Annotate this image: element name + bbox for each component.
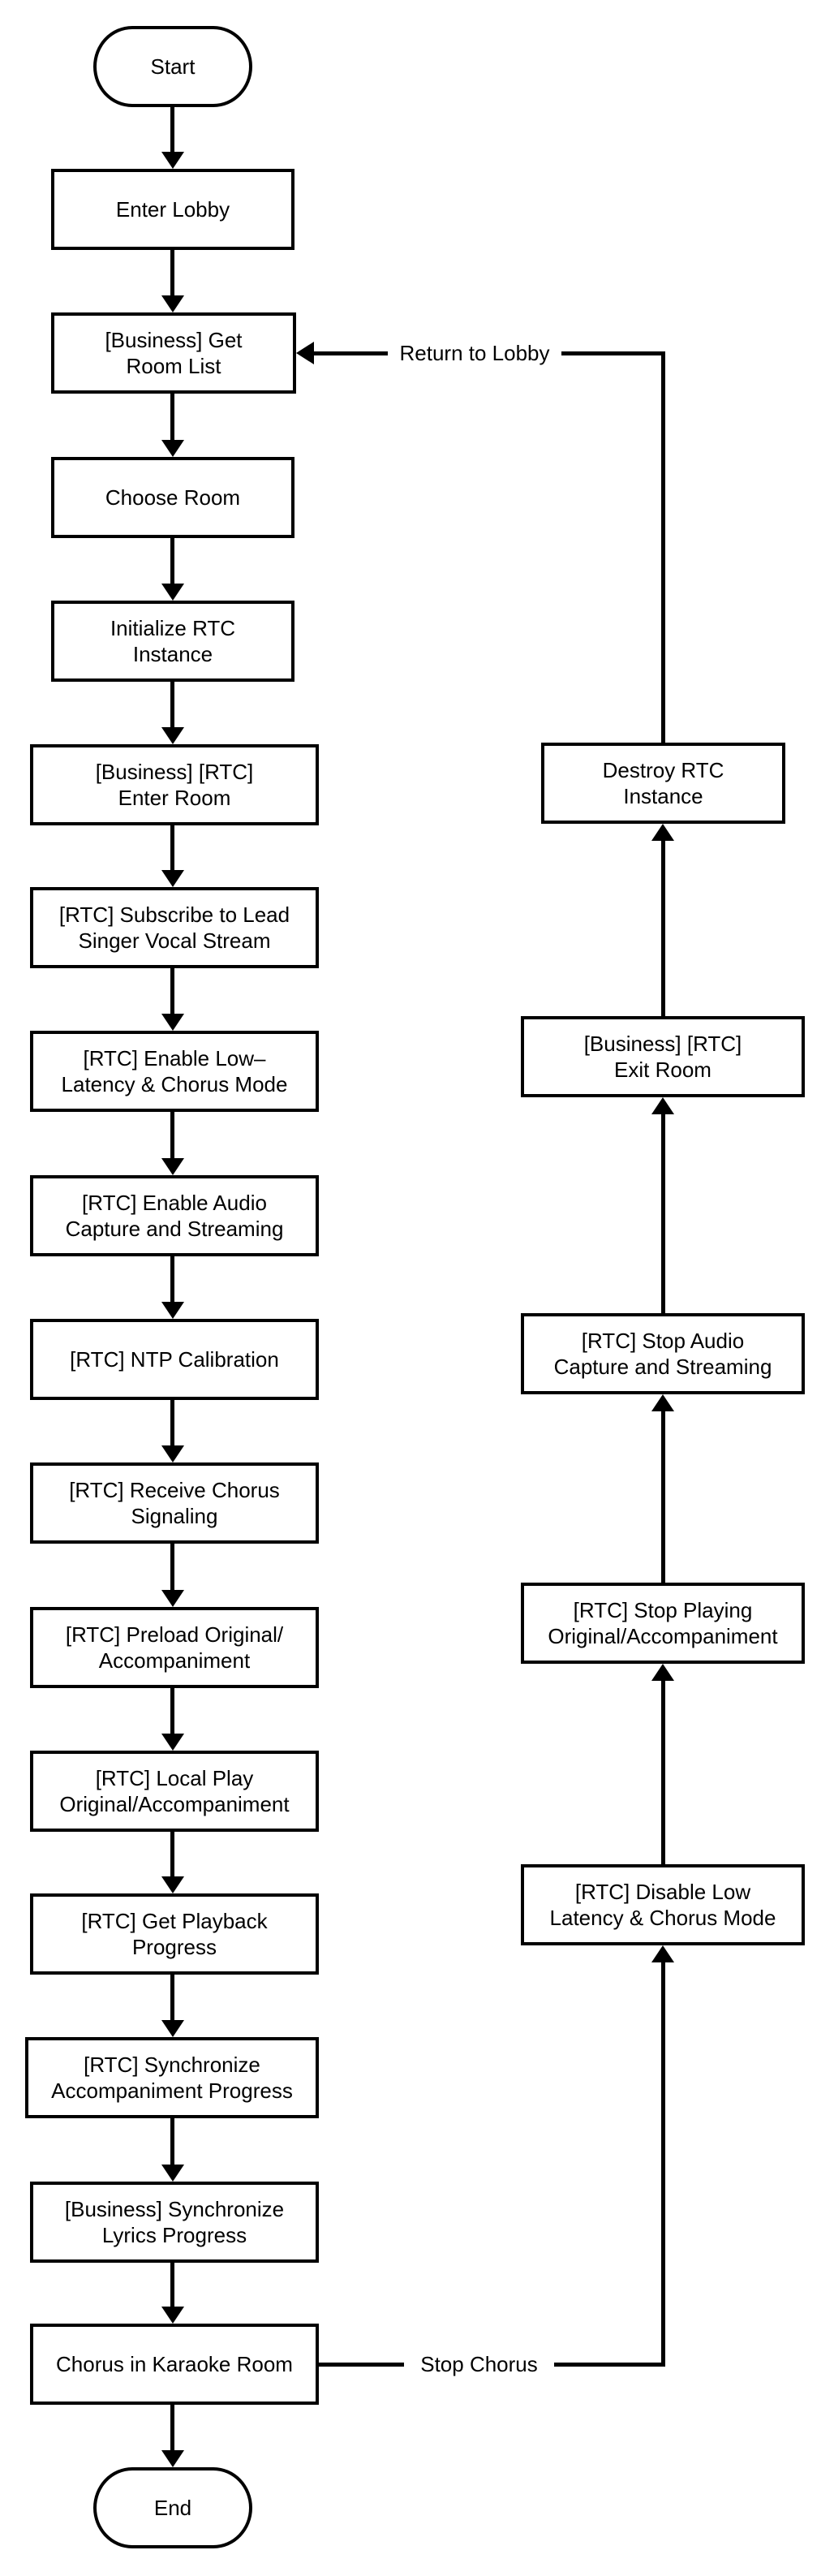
edge-label-return-to-lobby: Return to Lobby (388, 340, 561, 366)
arrowhead-preload (161, 1590, 184, 1607)
arrowhead-enable-audio (161, 1158, 184, 1175)
node-choose-room: Choose Room (51, 457, 294, 538)
node-subscribe-lead: [RTC] Subscribe to Lead Singer Vocal Str… (30, 887, 319, 968)
edge-disable-stop-playing (661, 1679, 665, 1864)
node-enter-room: [Business] [RTC] Enter Room (30, 744, 319, 825)
node-enable-low-latency: [RTC] Enable Low– Latency & Chorus Mode (30, 1031, 319, 1112)
edge-ntp-receive-chorus (170, 1400, 174, 1447)
arrowhead-sync-accomp (161, 2020, 184, 2037)
arrowhead-chorus-room (161, 2307, 184, 2324)
node-sync-lyrics: [Business] Synchronize Lyrics Progress (30, 2182, 319, 2263)
node-ntp-calibration: [RTC] NTP Calibration (30, 1319, 319, 1400)
edge-enter-lobby-room-list (170, 250, 174, 297)
arrowhead-sync-lyrics (161, 2165, 184, 2182)
edge-get-playback-sync-accomp (170, 1975, 174, 2022)
arrowhead-enable-low (161, 1014, 184, 1031)
edge-stop-chorus-vertical (661, 1961, 665, 2363)
edge-enable-audio-ntp (170, 1256, 174, 1303)
node-local-play: [RTC] Local Play Original/Accompaniment (30, 1751, 319, 1832)
edge-sync-accomp-sync-lyrics (170, 2118, 174, 2166)
edge-enter-room-subscribe (170, 825, 174, 872)
edge-init-rtc-enter-room (170, 682, 174, 729)
arrowhead-subscribe (161, 870, 184, 887)
edge-choose-room-init-rtc (170, 538, 174, 585)
arrowhead-destroy-rtc (651, 824, 674, 841)
node-exit-room: [Business] [RTC] Exit Room (521, 1016, 805, 1097)
node-receive-chorus: [RTC] Receive Chorus Signaling (30, 1462, 319, 1544)
node-preload: [RTC] Preload Original/ Accompaniment (30, 1607, 319, 1688)
arrowhead-stop-audio (651, 1394, 674, 1411)
arrowhead-get-room-list (296, 342, 314, 364)
edge-stop-playing-stop-audio (661, 1410, 665, 1583)
arrowhead-enter-lobby (161, 152, 184, 169)
node-start: Start (93, 26, 252, 107)
node-disable-low-latency: [RTC] Disable Low Latency & Chorus Mode (521, 1864, 805, 1945)
arrowhead-local-play (161, 1734, 184, 1751)
arrowhead-choose-room (161, 440, 184, 457)
node-chorus-room: Chorus in Karaoke Room (30, 2324, 319, 2405)
edge-start-enter-lobby (170, 107, 174, 153)
arrowhead-init-rtc (161, 584, 184, 601)
arrowhead-end (161, 2450, 184, 2467)
arrowhead-get-playback (161, 1876, 184, 1893)
node-end: End (93, 2467, 252, 2548)
edge-room-list-choose-room (170, 394, 174, 442)
edge-preload-local-play (170, 1688, 174, 1735)
edge-exit-room-destroy (661, 839, 665, 1016)
arrowhead-exit-room (651, 1097, 674, 1114)
edge-sync-lyrics-chorus-room (170, 2263, 174, 2308)
node-get-playback: [RTC] Get Playback Progress (30, 1893, 319, 1975)
edge-enable-low-enable-audio (170, 1112, 174, 1160)
arrowhead-disable-low-latency (651, 1945, 674, 1962)
node-sync-accompaniment: [RTC] Synchronize Accompaniment Progress (25, 2037, 319, 2118)
node-get-room-list: [Business] Get Room List (51, 312, 296, 394)
node-destroy-rtc: Destroy RTC Instance (541, 743, 785, 824)
arrowhead-receive-chorus (161, 1445, 184, 1462)
arrowhead-stop-playing (651, 1664, 674, 1681)
edge-return-vertical (661, 353, 665, 743)
edge-label-stop-chorus: Stop Chorus (404, 2351, 554, 2377)
node-initialize-rtc: Initialize RTC Instance (51, 601, 294, 682)
arrowhead-room-list (161, 295, 184, 312)
arrowhead-ntp (161, 1302, 184, 1319)
edge-receive-chorus-preload (170, 1544, 174, 1592)
edge-subscribe-enable-low (170, 968, 174, 1015)
arrowhead-enter-room (161, 727, 184, 744)
node-enter-lobby: Enter Lobby (51, 169, 294, 250)
edge-local-play-get-playback (170, 1832, 174, 1878)
edge-stop-audio-exit-room (661, 1113, 665, 1313)
node-enable-audio: [RTC] Enable Audio Capture and Streaming (30, 1175, 319, 1256)
node-stop-playing: [RTC] Stop Playing Original/Accompanimen… (521, 1583, 805, 1664)
edge-chorus-room-end (170, 2405, 174, 2452)
node-stop-audio: [RTC] Stop Audio Capture and Streaming (521, 1313, 805, 1394)
